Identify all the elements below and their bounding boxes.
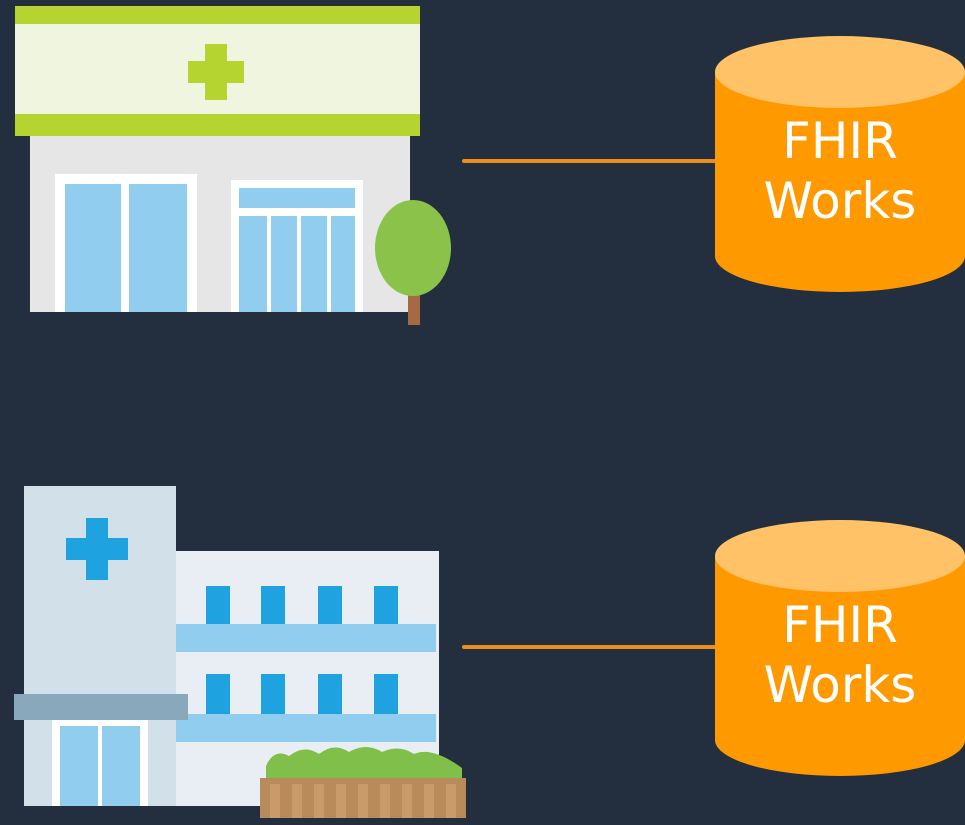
diagram-row-clinic: FHIR Works <box>0 0 965 400</box>
database-label: FHIR Works <box>763 596 917 714</box>
diagram-row-hospital: FHIR Works <box>0 400 965 821</box>
connector-line <box>462 645 718 649</box>
connector-line <box>462 159 718 163</box>
database-label: FHIR Works <box>763 112 917 230</box>
database-cylinder-icon: FHIR Works <box>715 520 965 776</box>
hospital-building-icon <box>14 486 474 821</box>
database-cylinder-icon: FHIR Works <box>715 36 965 292</box>
clinic-building-icon <box>15 6 475 331</box>
